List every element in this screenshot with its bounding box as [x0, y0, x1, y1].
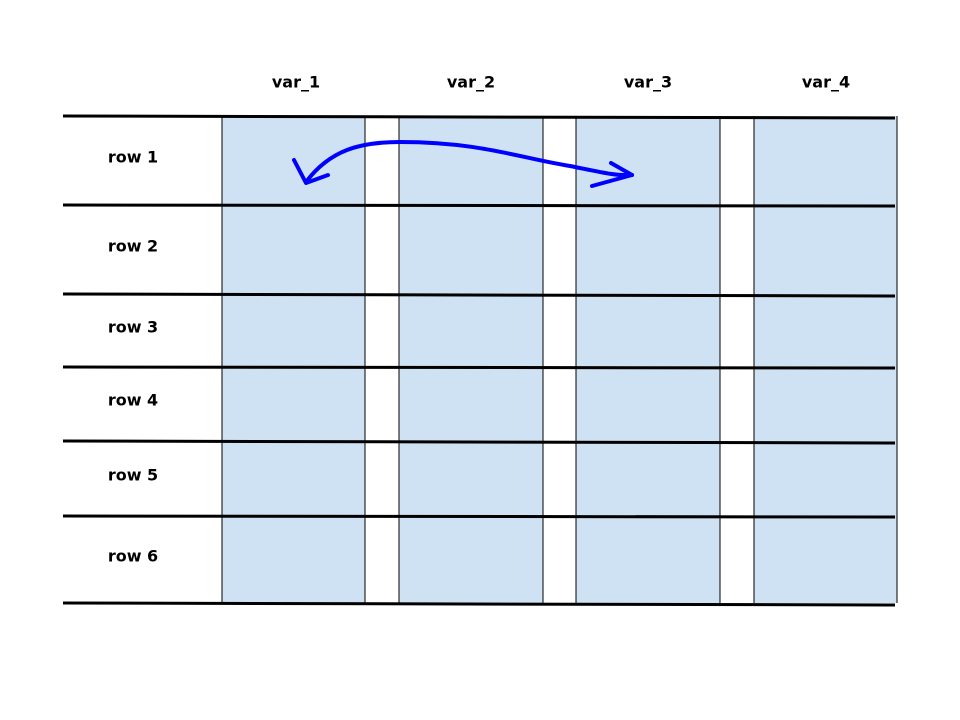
column-fill-3	[576, 116, 720, 603]
row-label: row 2	[107, 236, 159, 255]
arrowhead-right-icon	[590, 161, 634, 188]
row-divider	[62, 601, 896, 607]
column-header: var_2	[446, 72, 496, 92]
row-label: row 5	[107, 465, 159, 484]
row-divider	[62, 114, 896, 120]
column-header: var_4	[801, 72, 851, 92]
double-arrow-curve	[304, 139, 634, 184]
row-label: row 6	[107, 546, 159, 565]
row-divider	[62, 203, 896, 208]
arrowhead-left-icon	[292, 158, 330, 185]
row-divider	[62, 439, 896, 445]
row-divider	[62, 514, 896, 519]
row-label: row 3	[107, 317, 159, 336]
row-divider	[62, 292, 896, 298]
row-label: row 4	[107, 390, 159, 410]
row-label: row 1	[107, 147, 159, 166]
column-fill-1	[222, 116, 365, 603]
row-divider	[62, 365, 896, 370]
column-header: var_1	[271, 72, 321, 92]
column-header: var_3	[623, 72, 673, 92]
column-fill-4	[754, 116, 897, 603]
column-fill-2	[399, 116, 543, 603]
